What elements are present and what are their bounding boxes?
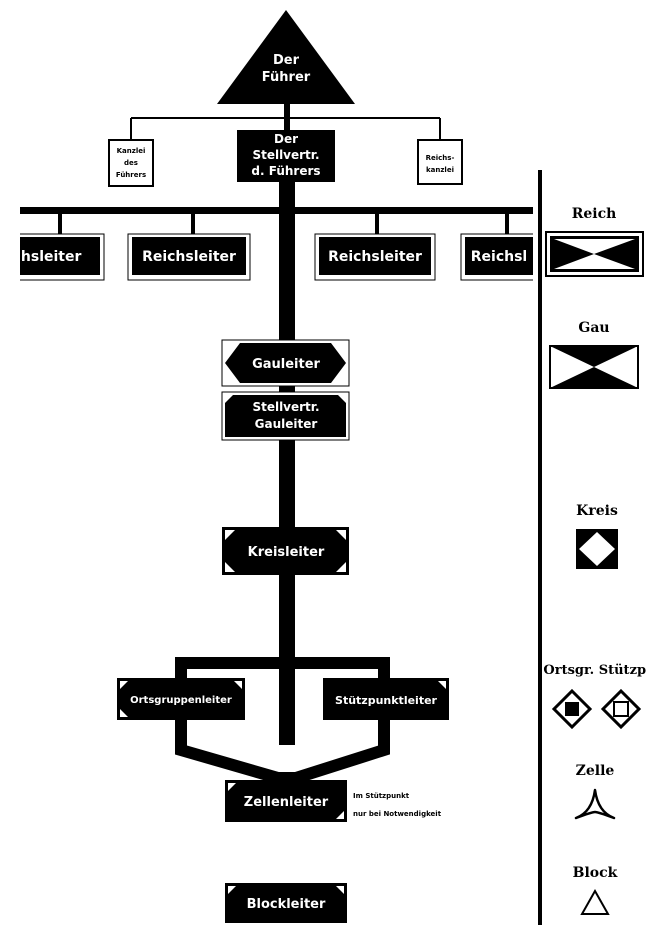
zellen-note-line-2: nur bei Notwendigkeit (353, 810, 442, 818)
kanzlei-line-1: Kanzlei (117, 147, 146, 155)
stellvertreter-node: Der Stellvertr. d. Führers (237, 130, 335, 182)
fuehrer-line-2: Führer (262, 70, 311, 85)
reichsleiter-box: chsleiter (13, 233, 105, 281)
gau-bowtie-icon-right (594, 346, 638, 388)
ortsgruppenleiter-node: Ortsgruppenleiter (117, 678, 245, 720)
kanzlei-line-2: des (124, 159, 138, 167)
legend-ortsgr-stuetzp-label: Ortsgr. Stützp. (543, 663, 646, 678)
fuehrer-node: Der Führer (217, 10, 355, 104)
block-triangle-icon (580, 888, 610, 915)
zellen-funnel (175, 715, 390, 784)
reichsleiter-drop-4 (505, 214, 509, 236)
gauleiter-node: Gauleiter (221, 339, 350, 387)
fuehrer-line-1: Der (273, 53, 300, 68)
zellenleiter-node: Zellenleiter (225, 780, 347, 822)
reichsleiter-drop-3 (375, 214, 379, 236)
kanzlei-des-fuehrers-node: Kanzlei des Führers (108, 139, 154, 187)
legend-block-label: Block (573, 865, 618, 881)
reichsleiter-label: Reichsleiter (142, 249, 236, 265)
legend-zelle: Zelle (574, 763, 616, 820)
reichsleiter-drop-1 (58, 214, 62, 236)
stellv-gauleiter-line-2: Gauleiter (255, 417, 318, 431)
legend-gau: Gau (549, 320, 639, 389)
legend-reich-label: Reich (572, 206, 617, 222)
kreisleiter-node: Kreisleiter (222, 527, 349, 575)
reichsleiter-drop-2 (191, 214, 195, 236)
gauleiter-label: Gauleiter (252, 357, 320, 372)
reichsleiter-label: chsleiter (13, 249, 82, 265)
zellen-note-line-1: Im Stützpunkt (353, 792, 410, 800)
stellv-gauleiter-node: Stellvertr. Gauleiter (221, 391, 350, 441)
stellvertreter-line-1: Der (274, 132, 298, 146)
zelle-symbol-icon (574, 788, 616, 820)
reichsleiter-row: chsleiter Reichsleiter Reichsleiter Reic… (13, 233, 533, 281)
reichsleiter-box: Reichsleiter (314, 233, 436, 281)
stuetzpunktleiter-label: Stützpunktleiter (335, 694, 438, 707)
legend-block: Block (573, 865, 618, 915)
reichsleiter-label: Reichsl (471, 249, 527, 265)
legend-ortsgr-stuetzp: Ortsgr. Stützp. (543, 663, 646, 730)
ortsgruppen-branch-bar (175, 657, 390, 669)
zellen-note: Im Stützpunkt nur bei Notwendigkeit (353, 792, 442, 818)
connector-lines (20, 104, 533, 784)
legend-divider (538, 170, 542, 925)
ortsgruppenleiter-label: Ortsgruppenleiter (130, 695, 232, 706)
reichsleiter-bar (20, 207, 533, 214)
stellv-gauleiter-line-1: Stellvertr. (252, 400, 319, 414)
legend-kreis: Kreis (576, 503, 618, 569)
kanzlei-line-3: Führers (116, 171, 146, 179)
stuetzpunkt-symbol-icon (600, 688, 642, 730)
legend-zelle-label: Zelle (576, 763, 615, 779)
blockleiter-node: Blockleiter (225, 883, 347, 923)
blockleiter-label: Blockleiter (247, 897, 326, 912)
reichskanzlei-line-1: Reichs- (426, 154, 455, 162)
gau-bowtie-icon (550, 346, 594, 388)
reichsleiter-label: Reichsleiter (328, 249, 422, 265)
kreis-diamond-icon (579, 532, 615, 566)
legend-gau-label: Gau (578, 320, 609, 336)
reichsleiter-box: Reichsl (460, 233, 533, 281)
reichskanzlei-line-2: kanzlei (426, 166, 454, 174)
kreisleiter-label: Kreisleiter (248, 545, 325, 560)
stuetzpunktleiter-node: Stützpunktleiter (323, 678, 449, 720)
stellvertreter-line-2: Stellvertr. (252, 148, 319, 162)
reichsleiter-box: Reichsleiter (127, 233, 251, 281)
legend-kreis-label: Kreis (576, 503, 618, 519)
stellvertreter-line-3: d. Führers (251, 164, 320, 178)
main-spine (279, 180, 295, 745)
zellenleiter-label: Zellenleiter (244, 795, 329, 810)
reich-hourglass-icon (554, 239, 635, 269)
ortsgruppe-symbol-icon (551, 688, 593, 730)
legend-reich: Reich (545, 206, 644, 277)
reichskanzlei-node: Reichs- kanzlei (417, 139, 463, 185)
